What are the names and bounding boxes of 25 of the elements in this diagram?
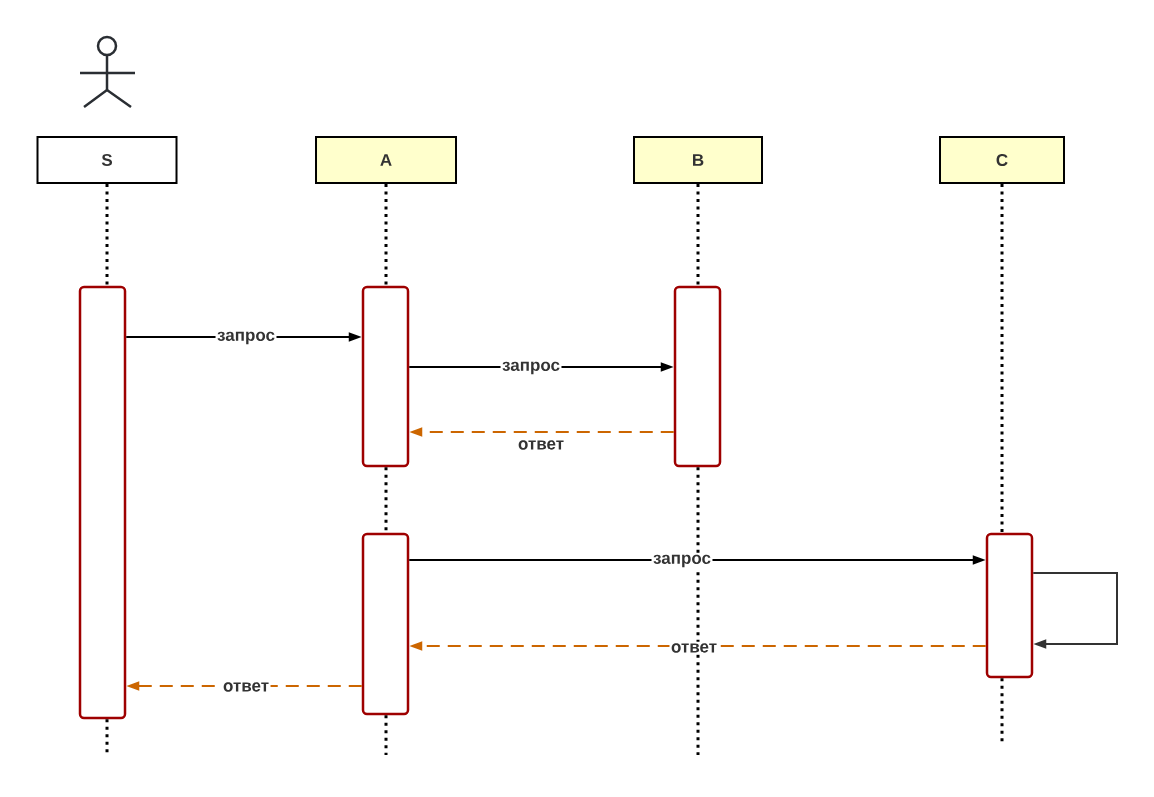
lifeline [105, 184, 109, 286]
activation-bar [673, 285, 722, 468]
lifeline [384, 184, 388, 286]
lifeline [696, 184, 700, 286]
lifeline [1000, 184, 1004, 533]
participant-box: C [939, 136, 1065, 184]
activation-bar [361, 532, 410, 716]
activation-bar [985, 532, 1034, 679]
edge-label: запрос [651, 553, 713, 569]
edge-label: ответ [221, 680, 271, 694]
edge-label: запрос [500, 360, 562, 376]
participant-box: B [633, 136, 763, 184]
lifeline [105, 719, 109, 755]
arrow [1032, 572, 1118, 649]
participant-box: S [36, 136, 178, 184]
stick-figure [80, 35, 135, 108]
edge-label: запрос [215, 330, 277, 346]
edge-label: ответ [516, 438, 566, 452]
lifeline [696, 467, 700, 755]
edge-label: ответ [669, 641, 719, 655]
activation-bar [78, 285, 127, 720]
activation-bar [361, 285, 410, 468]
participant-box: A [315, 136, 457, 184]
lifeline [384, 467, 388, 533]
lifeline [384, 715, 388, 755]
